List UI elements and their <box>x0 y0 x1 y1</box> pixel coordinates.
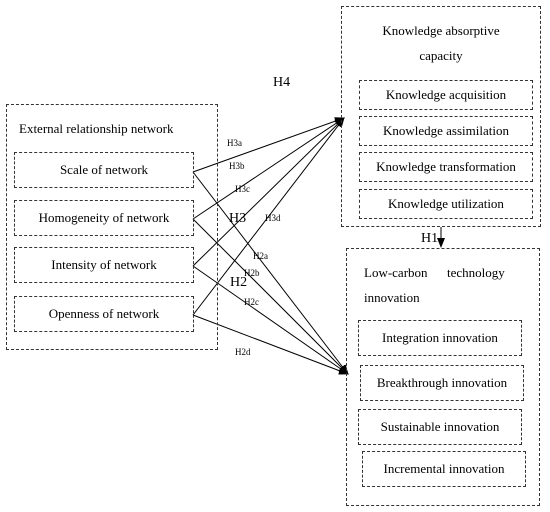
knowledge-absorptive-box <box>341 6 541 227</box>
scale-of-network-label: Scale of network <box>59 162 149 177</box>
low-carbon-innovation-box <box>346 248 540 506</box>
integration-innovation-label: Integration innovation <box>382 330 498 345</box>
openness-of-network-box <box>14 296 194 332</box>
low-carbon-innovation-title-2: innovation <box>364 290 420 305</box>
external-network-title: External relationship network <box>19 121 174 136</box>
arrow-h2a <box>192 171 349 375</box>
arrow-h2b <box>192 218 349 375</box>
homogeneity-of-network-box <box>14 200 194 236</box>
h2-label: H2 <box>230 275 248 290</box>
openness-of-network-label: Openness of network <box>48 306 160 321</box>
h2c-label: H2c <box>244 297 259 307</box>
knowledge-transformation-box <box>359 152 533 182</box>
knowledge-absorptive-title-2: capacity <box>419 48 463 63</box>
breakthrough-innovation-box <box>360 365 524 401</box>
arrow-h2d <box>192 314 349 375</box>
scale-of-network-box <box>14 152 194 188</box>
external-network-box <box>6 104 218 350</box>
knowledge-absorptive-title-1: Knowledge absorptive <box>382 23 500 38</box>
arrow-h3b <box>192 117 345 220</box>
incremental-innovation-box <box>362 451 526 487</box>
knowledge-utilization-box <box>359 189 533 219</box>
h3c-label: H3c <box>235 184 250 194</box>
knowledge-acquisition-box <box>359 80 533 110</box>
h4-label: H4 <box>273 75 291 90</box>
arrow-h3a <box>192 117 345 173</box>
intensity-of-network-box <box>14 247 194 283</box>
knowledge-assimilation-box <box>359 116 533 146</box>
sustainable-innovation-label: Sustainable innovation <box>380 419 500 434</box>
knowledge-transformation-label: Knowledge transformation <box>376 159 516 174</box>
h3a-label: H3a <box>227 138 242 148</box>
integration-innovation-box <box>358 320 522 356</box>
knowledge-acquisition-label: Knowledge acquisition <box>385 87 507 102</box>
h2a-label: H2a <box>253 251 268 261</box>
h3d-label: H3d <box>265 213 281 223</box>
arrow-h3d <box>192 117 345 316</box>
intensity-of-network-label: Intensity of network <box>51 257 157 272</box>
arrow-h2c <box>192 265 349 375</box>
h2b-label: H2b <box>244 268 260 278</box>
h1-label: H1 <box>421 231 439 246</box>
incremental-innovation-label: Incremental innovation <box>383 461 505 476</box>
sustainable-innovation-box <box>358 409 522 445</box>
breakthrough-innovation-label: Breakthrough innovation <box>376 375 508 390</box>
h3-label: H3 <box>229 211 247 226</box>
low-carbon-innovation-title-1: Low-carbon technology <box>364 265 505 280</box>
knowledge-assimilation-label: Knowledge assimilation <box>382 123 509 138</box>
homogeneity-of-network-label: Homogeneity of network <box>38 210 170 225</box>
arrow-h3c <box>192 117 345 267</box>
h2d-label: H2d <box>235 347 251 357</box>
knowledge-utilization-label: Knowledge utilization <box>388 196 504 211</box>
h3b-label: H3b <box>229 161 245 171</box>
